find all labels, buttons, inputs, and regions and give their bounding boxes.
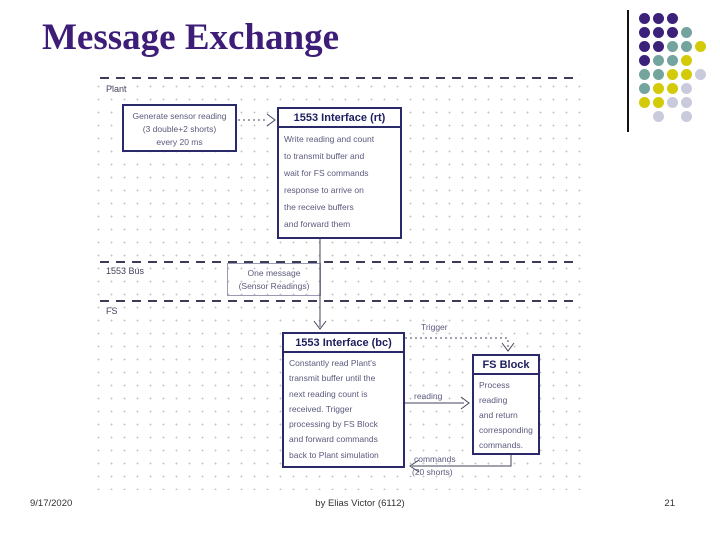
interface-bc-title: 1553 Interface (bc) bbox=[284, 334, 403, 353]
footer-page-number: 21 bbox=[664, 498, 675, 509]
text-line: every 20 ms bbox=[156, 137, 203, 147]
interface-rt-title: 1553 Interface (rt) bbox=[279, 109, 400, 128]
deco-dot bbox=[653, 27, 664, 38]
text-line: and forward commands bbox=[289, 434, 378, 445]
deco-dot bbox=[653, 97, 664, 108]
footer-date: 9/17/2020 bbox=[30, 498, 73, 509]
deco-dot bbox=[667, 27, 678, 38]
deco-dot bbox=[653, 83, 664, 94]
deco-dot bbox=[639, 13, 650, 24]
fs-block-title: FS Block bbox=[474, 356, 538, 375]
text-line: response to arrive on bbox=[284, 185, 364, 195]
deco-dot bbox=[653, 69, 664, 80]
decorative-vertical-line bbox=[627, 10, 629, 132]
deco-dots bbox=[639, 13, 709, 125]
interface-bc-box: 1553 Interface (bc) Constantly read Plan… bbox=[282, 332, 405, 468]
deco-dot bbox=[667, 55, 678, 66]
bus-message-text: One message (Sensor Readings) bbox=[228, 267, 320, 293]
text-line: (3 double+2 shorts) bbox=[142, 124, 217, 134]
slide-title: Message Exchange bbox=[42, 17, 339, 58]
fs-block-body: Process reading and return corresponding com… bbox=[474, 375, 538, 453]
text-line: and return bbox=[479, 410, 518, 420]
fs-block-box: FS Block Process reading and return corresp… bbox=[472, 354, 540, 455]
generate-box-text: Generate sensor reading (3 double+2 short… bbox=[124, 110, 235, 149]
deco-dot bbox=[639, 97, 650, 108]
deco-dot bbox=[667, 41, 678, 52]
deco-dot bbox=[653, 111, 664, 122]
deco-dot bbox=[681, 55, 692, 66]
text-line: received. Trigger bbox=[289, 403, 353, 414]
deco-dot bbox=[639, 55, 650, 66]
lane-label-plant: Plant bbox=[106, 84, 127, 94]
text-line: (Sensor Readings) bbox=[238, 280, 310, 291]
deco-dot bbox=[695, 69, 706, 80]
deco-dot bbox=[639, 27, 650, 38]
deco-dot bbox=[667, 97, 678, 108]
text-line: the receive buffers bbox=[284, 202, 354, 212]
lane-divider-bus-top bbox=[100, 261, 575, 263]
text-line: Generate sensor reading bbox=[132, 111, 227, 121]
text-line: reading bbox=[479, 395, 508, 405]
deco-dot bbox=[695, 41, 706, 52]
deco-dot bbox=[681, 111, 692, 122]
bus-message-box: One message (Sensor Readings) bbox=[227, 263, 321, 296]
lane-label-1553-bus: 1553 Bus bbox=[106, 266, 145, 276]
commands-label: commands bbox=[414, 454, 456, 464]
lane-label-fs: FS bbox=[106, 306, 118, 316]
deco-dot bbox=[681, 69, 692, 80]
reading-label: reading bbox=[414, 391, 443, 401]
interface-rt-box: 1553 Interface (rt) Write reading and co… bbox=[277, 107, 402, 239]
deco-dot bbox=[681, 27, 692, 38]
text-line: Constantly read Plant's bbox=[289, 358, 377, 368]
text-line: and forward them bbox=[284, 219, 351, 229]
trigger-label: Trigger bbox=[421, 322, 448, 332]
text-line: back to Plant simulation bbox=[289, 449, 379, 460]
text-line: next reading count is bbox=[289, 388, 368, 399]
deco-dot bbox=[667, 69, 678, 80]
text-line: corresponding bbox=[479, 425, 533, 435]
deco-dot bbox=[639, 41, 650, 52]
text-line: to transmit buffer and bbox=[284, 151, 365, 161]
lane-divider-top bbox=[100, 77, 575, 79]
text-line: One message bbox=[247, 267, 301, 278]
text-line: Process bbox=[479, 380, 510, 390]
deco-dot bbox=[681, 83, 692, 94]
deco-dot bbox=[667, 13, 678, 24]
deco-dot bbox=[681, 97, 692, 108]
deco-dot bbox=[639, 83, 650, 94]
deco-dot bbox=[667, 83, 678, 94]
text-line: commands. bbox=[479, 440, 523, 450]
text-line: processing by FS Block bbox=[289, 419, 378, 430]
deco-dot bbox=[653, 41, 664, 52]
footer-author: by Elias Victor (6112) bbox=[315, 498, 405, 509]
interface-bc-body: Constantly read Plant's transmit buffer u… bbox=[284, 353, 403, 463]
text-line: wait for FS commands bbox=[284, 168, 369, 178]
interface-rt-body: Write reading and count to transmit buffe… bbox=[279, 128, 400, 233]
generate-sensor-reading-box: Generate sensor reading (3 double+2 short… bbox=[122, 104, 237, 152]
lane-divider-fs-top bbox=[100, 300, 575, 302]
deco-dot bbox=[639, 69, 650, 80]
text-line: transmit buffer until the bbox=[289, 373, 376, 384]
commands-detail-label: (20 shorts) bbox=[412, 467, 453, 477]
deco-dot bbox=[653, 55, 664, 66]
text-line: Write reading and count bbox=[284, 134, 375, 144]
deco-dot bbox=[653, 13, 664, 24]
deco-dot bbox=[681, 41, 692, 52]
